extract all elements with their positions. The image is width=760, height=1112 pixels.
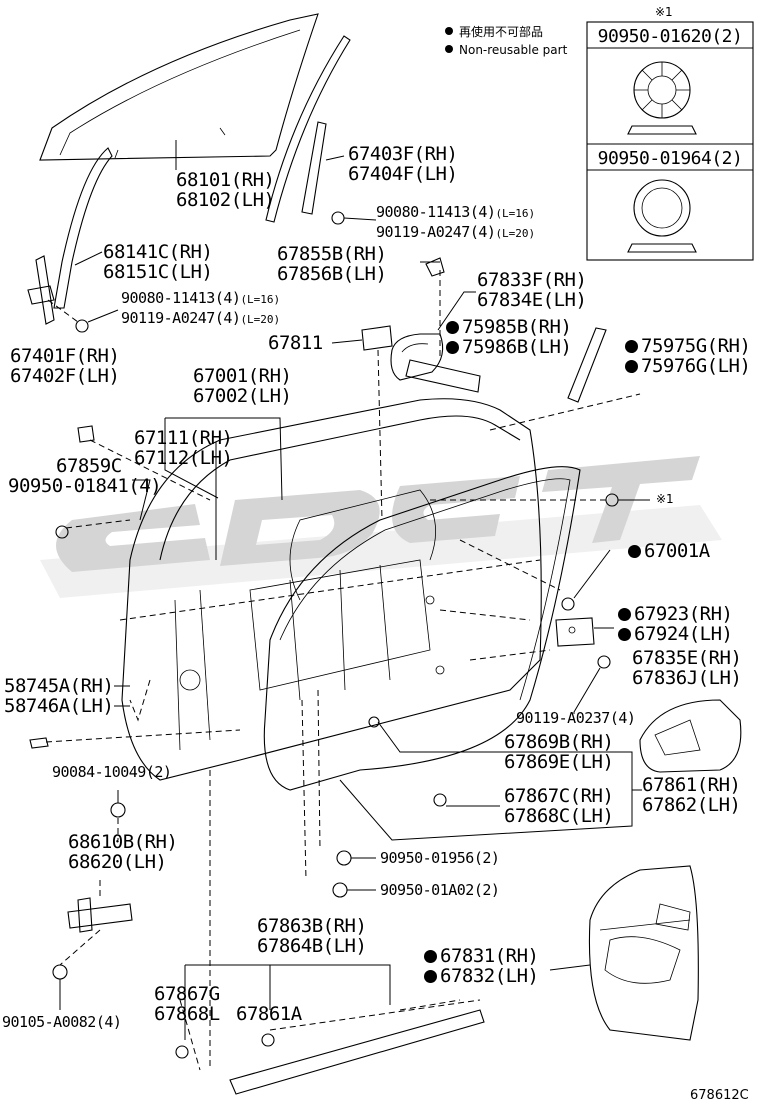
label-67869B[interactable]: 67869B(RH) bbox=[504, 731, 614, 753]
label-90119-a0237[interactable]: 90119-A0237(4) bbox=[516, 709, 636, 727]
label-67001[interactable]: 67001(RH) bbox=[193, 365, 292, 387]
label-67861A[interactable]: 67861A bbox=[236, 1003, 302, 1025]
label-67864[interactable]: 67864B(LH) bbox=[257, 935, 367, 957]
non-reusable-bullet-icon bbox=[446, 341, 459, 354]
label-75985[interactable]: 75985B(RH) bbox=[446, 317, 572, 337]
label-68102[interactable]: 68102(LH) bbox=[176, 189, 275, 211]
label-90119-b[interactable]: 90119-A0247(4)(L=20) bbox=[121, 309, 281, 327]
clip-note1 bbox=[430, 493, 650, 507]
label-67863[interactable]: 67863B(RH) bbox=[257, 915, 367, 937]
label-68151[interactable]: 68151C(LH) bbox=[103, 261, 213, 283]
rear-channel bbox=[265, 35, 377, 225]
label-75976[interactable]: 75976G(LH) bbox=[625, 356, 751, 376]
note-box-part1[interactable]: 90950-01620(2) bbox=[597, 26, 743, 47]
label-67111[interactable]: 67111(RH) bbox=[134, 427, 233, 449]
bullet-icon bbox=[445, 27, 453, 35]
label-67834[interactable]: 67834E(LH) bbox=[477, 289, 587, 311]
door-weatherstrip bbox=[263, 466, 581, 791]
non-reusable-bullet-icon bbox=[628, 545, 641, 558]
label-68141[interactable]: 68141C(RH) bbox=[103, 241, 213, 263]
note-box-mark: ※1 bbox=[655, 5, 673, 19]
label-67868L[interactable]: 67868L bbox=[154, 1003, 220, 1025]
label-90950-01841[interactable]: 90950-01841(4) bbox=[8, 475, 162, 497]
label-note1-ref: ※1 bbox=[656, 492, 674, 506]
diagram-code: 678612C bbox=[690, 1088, 749, 1103]
label-67401[interactable]: 67401F(RH) bbox=[10, 345, 120, 367]
bullet-icon bbox=[445, 45, 453, 53]
belt-moulding bbox=[405, 327, 607, 403]
label-67811[interactable]: 67811 bbox=[268, 332, 323, 354]
label-67832[interactable]: 67832(LH) bbox=[424, 966, 539, 986]
label-67112[interactable]: 67112(LH) bbox=[134, 447, 233, 469]
label-75975[interactable]: 75975G(RH) bbox=[625, 336, 751, 356]
label-67867G[interactable]: 67867G bbox=[154, 983, 220, 1005]
label-67833[interactable]: 67833F(RH) bbox=[477, 269, 587, 291]
grommets bbox=[301, 689, 376, 898]
label-58745[interactable]: 58745A(RH) bbox=[4, 675, 114, 697]
label-67404[interactable]: 67404F(LH) bbox=[348, 163, 458, 185]
label-90105[interactable]: 90105-A0082(4) bbox=[2, 1013, 122, 1031]
label-68610[interactable]: 68610B(RH) bbox=[68, 831, 178, 853]
label-58746[interactable]: 58746A(LH) bbox=[4, 695, 114, 717]
label-75986[interactable]: 75986B(LH) bbox=[446, 337, 572, 357]
label-67855[interactable]: 67855B(RH) bbox=[277, 243, 387, 265]
clip bbox=[420, 257, 445, 277]
label-67002[interactable]: 67002(LH) bbox=[193, 385, 292, 407]
label-90950-01956[interactable]: 90950-01956(2) bbox=[380, 849, 500, 867]
non-reusable-bullet-icon bbox=[625, 360, 638, 373]
pad bbox=[331, 325, 393, 521]
label-67869E[interactable]: 67869E(LH) bbox=[504, 751, 614, 773]
note-box-frame bbox=[586, 21, 754, 261]
non-reusable-bullet-icon bbox=[625, 340, 638, 353]
door-trim-panel bbox=[549, 865, 699, 1041]
note-box-part2[interactable]: 90950-01964(2) bbox=[597, 148, 743, 169]
label-68101[interactable]: 68101(RH) bbox=[176, 169, 275, 191]
weatherstrip-leaders bbox=[339, 716, 642, 841]
label-90080-a[interactable]: 90080-11413(4)(L=16) bbox=[376, 203, 536, 221]
label-90950-01a02[interactable]: 90950-01A02(2) bbox=[380, 881, 500, 899]
legend-en: Non-reusable part bbox=[445, 42, 567, 59]
non-reusable-bullet-icon bbox=[618, 628, 631, 641]
rocker-moulding bbox=[175, 964, 485, 1095]
label-67403[interactable]: 67403F(RH) bbox=[348, 143, 458, 165]
door-hinge bbox=[52, 790, 133, 1010]
window-regulator bbox=[27, 255, 119, 333]
label-67923[interactable]: 67923(RH) bbox=[618, 604, 733, 624]
non-reusable-bullet-icon bbox=[424, 970, 437, 983]
label-67001A[interactable]: 67001A bbox=[628, 541, 710, 561]
label-90080-b[interactable]: 90080-11413(4)(L=16) bbox=[121, 289, 281, 307]
clip-67001A bbox=[561, 549, 611, 611]
label-67856[interactable]: 67856B(LH) bbox=[277, 263, 387, 285]
label-67859[interactable]: 67859C bbox=[56, 455, 122, 477]
label-67835[interactable]: 67835E(RH) bbox=[632, 647, 742, 669]
guide-lines bbox=[29, 270, 641, 1070]
label-68620[interactable]: 68620(LH) bbox=[68, 851, 167, 873]
non-reusable-bullet-icon bbox=[424, 950, 437, 963]
label-67402[interactable]: 67402F(LH) bbox=[10, 365, 120, 387]
label-67924[interactable]: 67924(LH) bbox=[618, 624, 733, 644]
window-glass bbox=[39, 13, 319, 170]
legend-jp: 再使用不可部品 bbox=[445, 24, 543, 41]
label-90084[interactable]: 90084-10049(2) bbox=[52, 763, 172, 781]
inner-handle bbox=[390, 291, 476, 381]
label-67867C[interactable]: 67867C(RH) bbox=[504, 785, 614, 807]
door-check bbox=[555, 617, 614, 714]
label-67831[interactable]: 67831(RH) bbox=[424, 946, 539, 966]
service-hole-cover bbox=[639, 699, 742, 773]
label-67868C[interactable]: 67868C(LH) bbox=[504, 805, 614, 827]
glass-run-channel bbox=[53, 147, 113, 309]
non-reusable-bullet-icon bbox=[618, 608, 631, 621]
label-67836[interactable]: 67836J(LH) bbox=[632, 667, 742, 689]
label-90119-a[interactable]: 90119-A0247(4)(L=20) bbox=[376, 223, 536, 241]
door-frame bbox=[121, 398, 542, 781]
label-67861[interactable]: 67861(RH) bbox=[642, 774, 741, 796]
label-67862[interactable]: 67862(LH) bbox=[642, 794, 741, 816]
non-reusable-bullet-icon bbox=[446, 321, 459, 334]
